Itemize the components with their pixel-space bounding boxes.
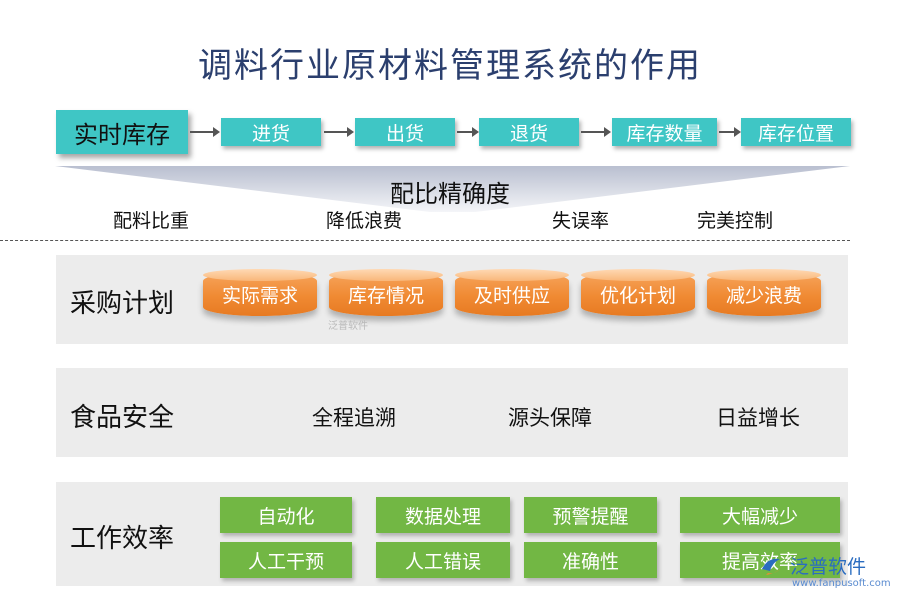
efficiency-item: 准确性: [524, 542, 657, 578]
efficiency-item: 人工干预: [220, 542, 352, 578]
watermark: 泛普软件: [328, 321, 368, 332]
purchase-item: 减少浪费: [707, 269, 821, 316]
accuracy-item: 失误率: [552, 210, 610, 232]
brand-logo-url: www.fanpusoft.com: [792, 578, 891, 589]
section-label-purchase: 采购计划: [70, 289, 175, 319]
purchase-item: 实际需求: [203, 269, 317, 316]
brand-logo-name: 泛普软件: [790, 556, 867, 578]
accuracy-item: 降低浪费: [326, 210, 403, 232]
flow-arrow: [190, 127, 220, 137]
purchase-item: 及时供应: [455, 269, 569, 316]
accuracy-label: 配比精确度: [390, 180, 510, 208]
accuracy-item: 完美控制: [697, 210, 774, 232]
efficiency-item: 人工错误: [376, 542, 510, 578]
food-safety-item: 源头保障: [508, 406, 592, 430]
brand-logo-icon: [762, 558, 784, 575]
efficiency-item: 预警提醒: [524, 497, 657, 533]
efficiency-item: 提高效率: [680, 542, 840, 578]
flow-arrow: [324, 127, 354, 137]
flow-step-purchase: 进货: [221, 118, 321, 146]
food-safety-item: 日益增长: [716, 406, 800, 430]
flow-step-quantity: 库存数量: [612, 118, 717, 146]
flow-arrow: [457, 127, 479, 137]
flow-arrow: [719, 127, 741, 137]
efficiency-item: 自动化: [220, 497, 352, 533]
purchase-item: 优化计划: [581, 269, 695, 316]
accuracy-item: 配料比重: [113, 210, 190, 232]
flow-arrow: [581, 127, 611, 137]
food-safety-item: 全程追溯: [312, 406, 396, 430]
flow-start-box: 实时库存: [56, 110, 188, 154]
funnel-banner: [55, 166, 850, 212]
brand-logo: 泛普软件: [760, 552, 866, 579]
purchase-item: 库存情况: [329, 269, 443, 316]
divider: [0, 240, 850, 241]
flow-step-return: 退货: [479, 118, 579, 146]
efficiency-item: 大幅减少: [680, 497, 840, 533]
section-food-safety: [56, 368, 848, 457]
page-title: 调料行业原材料管理系统的作用: [198, 46, 702, 86]
section-label-food-safety: 食品安全: [70, 403, 175, 433]
flow-step-location: 库存位置: [741, 118, 851, 146]
efficiency-item: 数据处理: [376, 497, 510, 533]
flow-step-outbound: 出货: [355, 118, 455, 146]
section-label-efficiency: 工作效率: [70, 524, 175, 554]
